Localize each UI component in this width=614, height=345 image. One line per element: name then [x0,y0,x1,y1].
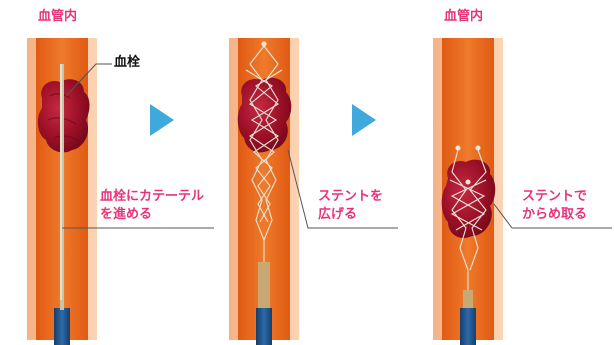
step2-label-line1: ステントを [318,189,384,204]
step2-leader-line [287,149,398,229]
step3-label-line1: ステントで [522,189,588,204]
vessel-panel-2 [229,38,398,345]
catheter-2 [256,308,272,345]
vessel-panel-3 [433,38,612,345]
vessel-label-1: 血管内 [38,9,78,24]
step3-label-line2: からめ取る [522,207,588,222]
step-arrow-icon [150,104,174,136]
step-arrow-icon [352,104,376,136]
catheter-3 [460,308,476,345]
step1-label-line2: を進める [100,207,153,222]
step3-leader-line [493,203,612,229]
stent-mesh-2 [245,41,283,262]
thrombus-label: 血栓 [114,55,141,70]
delivery-sheath-2 [258,262,270,308]
thrombus-leader-line [65,63,112,97]
thrombus-clot-2 [237,77,292,153]
vessel-label-3: 血管内 [444,9,484,24]
catheter-1 [54,308,70,345]
guidewire-1 [60,64,64,300]
step2-label-line2: 広げる [318,207,358,222]
delivery-sheath-3 [463,290,473,308]
step1-label-line1: 血栓にカテーテル [100,189,205,204]
thrombus-clot-3 [441,159,496,239]
stent-mesh-3 [449,145,487,290]
vessel-panel-1 [27,38,214,345]
